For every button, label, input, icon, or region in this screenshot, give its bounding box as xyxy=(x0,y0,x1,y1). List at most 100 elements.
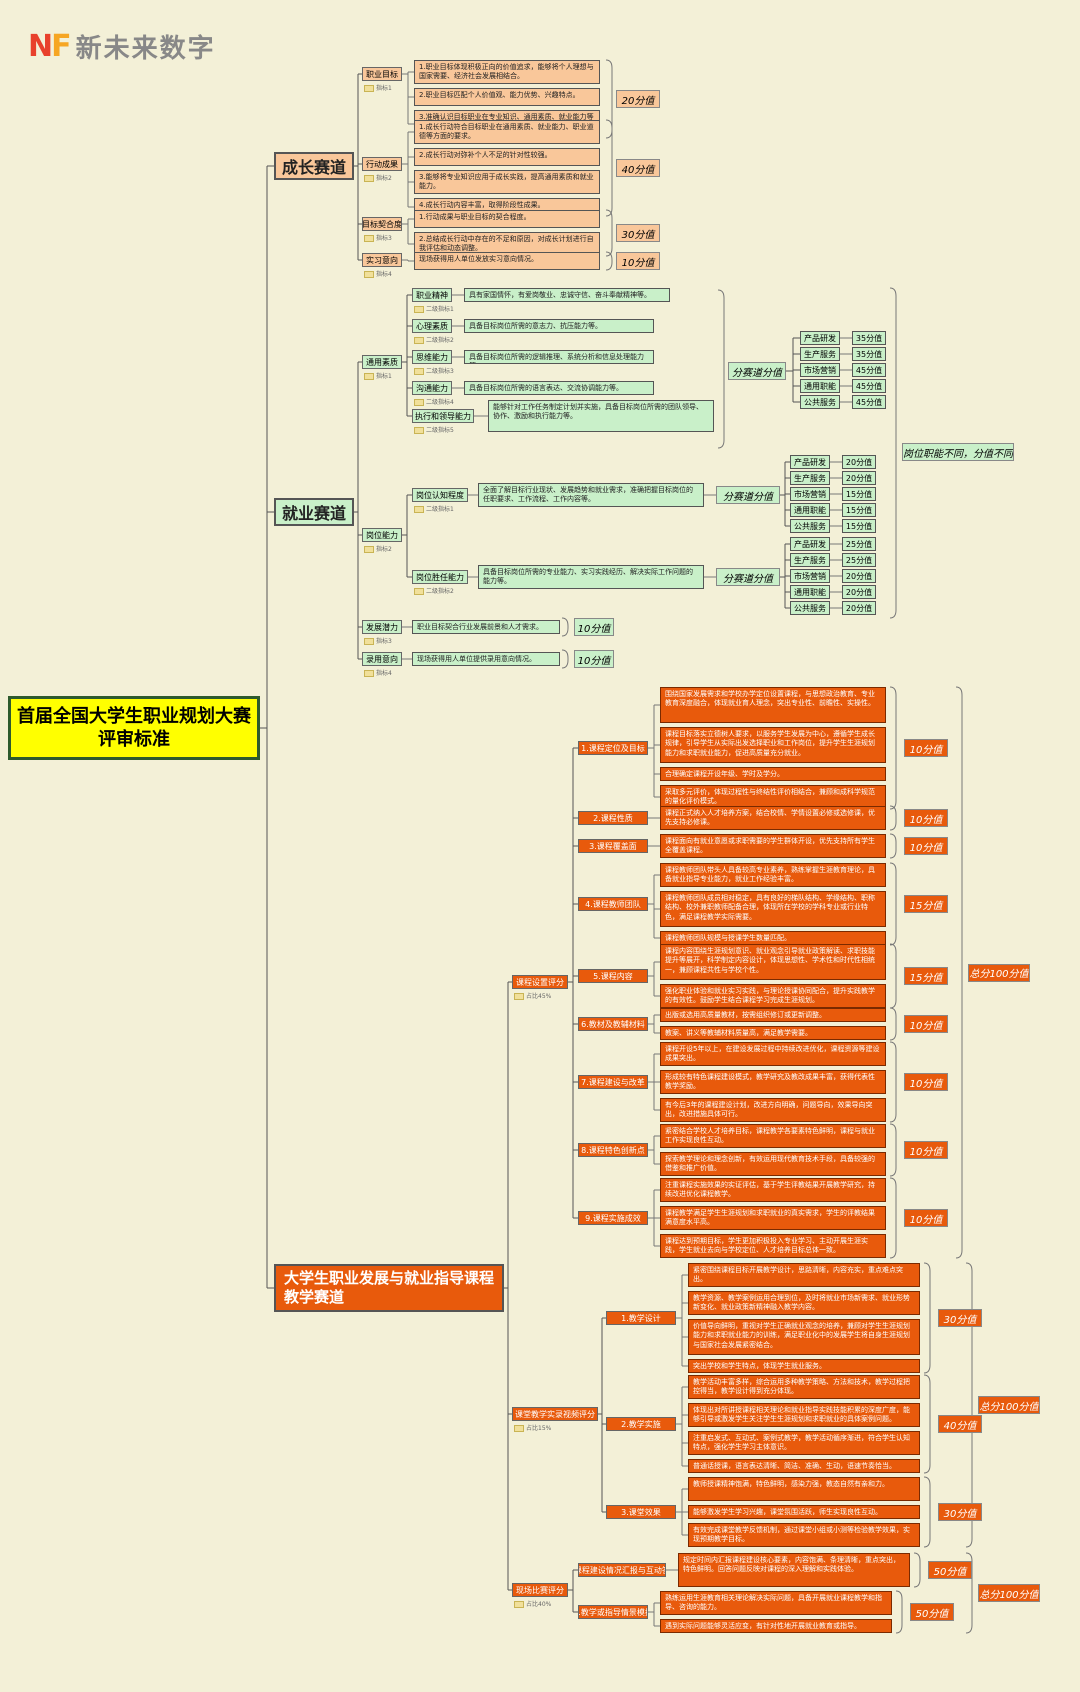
employment-post-label[interactable]: 岗位能力 xyxy=(362,528,402,542)
employment-potential-tag: 指标3 xyxy=(364,636,404,646)
course-design-score: 15分值 xyxy=(904,895,948,913)
course-design-criterion: 紧密结合学校人才培养目标，课程教学各要素特色鲜明，课程与就业工作实现良性互动。 xyxy=(660,1124,886,1148)
post-split-track[interactable]: 市场营销 xyxy=(790,487,830,501)
course-live-item-label[interactable]: 1.教学设计 xyxy=(606,1311,676,1325)
course-design-criterion: 合理确定课程开设年级、学时及学分。 xyxy=(660,767,886,781)
summary-brace xyxy=(605,209,613,257)
employment-potential-label[interactable]: 发展潜力 xyxy=(362,620,402,634)
post-sub-label[interactable]: 岗位胜任能力 xyxy=(412,570,468,584)
course-design-criterion: 课程面向有就业意愿或求职需要的学生群体开设，优先支持所有学生全覆盖课程。 xyxy=(660,834,886,858)
course-live-criterion: 价值导向鲜明，重视对学生正确就业观念的培养，兼顾对学生生涯规划能力和求职就业能力… xyxy=(688,1319,920,1355)
employment-hire-tag: 指标4 xyxy=(364,668,404,678)
course-design-criterion: 注重课程实施效果的实证评估，基于学生评教结果开展教学研究，持续改进优化课程教学。 xyxy=(660,1178,886,1202)
general-split-score: 35分值 xyxy=(852,347,886,361)
course-design-criterion: 出版或选用高质量教材，按需组织修订或更新调整。 xyxy=(660,1008,886,1022)
summary-brace xyxy=(889,805,897,831)
growth-score: 10分值 xyxy=(616,252,660,270)
post-split-track[interactable]: 通用职能 xyxy=(790,503,830,517)
general-sub-tag: 二级指标2 xyxy=(414,335,464,345)
general-sub-label[interactable]: 沟通能力 xyxy=(412,381,452,395)
post-split-title: 分赛道分值 xyxy=(716,568,780,586)
post-split-track[interactable]: 市场营销 xyxy=(790,569,830,583)
course-live-criterion: 体现出对所讲授课程相关理论和就业指导实践技能积累的深度广度，能够引导或激发学生关… xyxy=(688,1403,920,1427)
course-design-item-label[interactable]: 2.课程性质 xyxy=(578,811,648,825)
course-design-label[interactable]: 课程设置评分 xyxy=(512,975,568,989)
general-sub-label[interactable]: 心理素质 xyxy=(412,319,452,333)
general-split-track[interactable]: 通用职能 xyxy=(800,379,840,393)
general-split-track[interactable]: 产品研发 xyxy=(800,331,840,345)
general-sub-text: 具备目标岗位所需的逻辑推理、系统分析和信息处理能力等。 xyxy=(464,350,654,364)
summary-brace xyxy=(889,833,897,859)
employment-potential-text: 职业目标契合行业发展前景和人才需求。 xyxy=(412,620,560,634)
general-split-score: 45分值 xyxy=(852,379,886,393)
course-onsite-criterion: 遇到实际问题能够灵活应变，有针对性地开展就业教育或指导。 xyxy=(660,1619,892,1633)
general-sub-label[interactable]: 职业精神 xyxy=(412,288,452,302)
growth-indicator-label[interactable]: 职业目标 xyxy=(362,67,402,81)
post-split-track[interactable]: 产品研发 xyxy=(790,537,830,551)
employment-hire-score: 10分值 xyxy=(574,650,614,668)
post-split-score: 20分值 xyxy=(842,455,876,469)
post-split-track[interactable]: 公共服务 xyxy=(790,601,830,615)
employment-general-label[interactable]: 通用素质 xyxy=(362,355,402,369)
course-onsite-score: 50分值 xyxy=(910,1603,954,1621)
course-design-score: 10分值 xyxy=(904,837,948,855)
course-onsite-item-label[interactable]: 1.课程建设情况汇报与互动答辩 xyxy=(578,1563,666,1577)
course-onsite-label[interactable]: 现场比赛评分 xyxy=(512,1583,568,1597)
general-sub-label[interactable]: 执行和领导能力 xyxy=(412,409,474,423)
post-split-track[interactable]: 生产服务 xyxy=(790,553,830,567)
track-course-title[interactable]: 大学生职业发展与就业指导课程教学赛道 xyxy=(274,1264,504,1312)
summary-brace xyxy=(913,1552,921,1588)
summary-brace xyxy=(717,289,725,449)
growth-score: 20分值 xyxy=(616,90,660,108)
course-live-item-label[interactable]: 2.教学实施 xyxy=(606,1417,676,1431)
general-sub-tag: 二级指标4 xyxy=(414,397,464,407)
course-design-item-label[interactable]: 5.课程内容 xyxy=(578,969,648,983)
growth-indicator-tag: 指标2 xyxy=(364,173,404,183)
summary-brace xyxy=(955,686,963,1259)
course-design-score: 10分值 xyxy=(904,1015,948,1033)
course-design-tag: 占比45% xyxy=(514,991,564,1001)
course-design-criterion: 形成较有特色课程建设模式，教学研究及教改成果丰富，获得代表性教学奖励。 xyxy=(660,1070,886,1094)
course-live-label[interactable]: 课堂教学实录视频评分 xyxy=(512,1407,598,1421)
summary-brace xyxy=(605,59,613,139)
course-design-item-label[interactable]: 7.课程建设与改革 xyxy=(578,1075,648,1089)
general-sub-text: 能够针对工作任务制定计划并实施，具备目标岗位所需的团队领导、协作、激励和执行能力… xyxy=(488,400,714,432)
logo-text: 新未来数字 xyxy=(75,33,216,64)
post-split-track[interactable]: 公共服务 xyxy=(790,519,830,533)
summary-brace xyxy=(889,862,897,946)
course-design-item-label[interactable]: 6.教材及教辅材料 xyxy=(578,1017,648,1031)
course-design-criterion: 课程教学满足学生生涯规划和求职就业的真实需求，学生的评教结果满意度水平高。 xyxy=(660,1206,886,1230)
post-split-track[interactable]: 生产服务 xyxy=(790,471,830,485)
course-live-criterion: 教学资源、教学案例运用合理到位，及时将就业市场新需求、就业形势新变化、就业政策新… xyxy=(688,1291,920,1315)
post-split-track[interactable]: 通用职能 xyxy=(790,585,830,599)
general-split-track[interactable]: 公共服务 xyxy=(800,395,840,409)
general-sub-label[interactable]: 思维能力 xyxy=(412,350,452,364)
post-sub-label[interactable]: 岗位认知程度 xyxy=(412,488,468,502)
growth-indicator-label[interactable]: 实习意向 xyxy=(362,253,402,267)
course-live-criterion: 普通话授课，语言表达清晰、简洁、准确、生动，语速节奏恰当。 xyxy=(688,1459,920,1473)
employment-hire-label[interactable]: 录用意向 xyxy=(362,652,402,666)
growth-indicator-label[interactable]: 目标契合度 xyxy=(362,217,402,231)
growth-indicator-label[interactable]: 行动成果 xyxy=(362,157,402,171)
course-design-item-label[interactable]: 9.课程实施成效 xyxy=(578,1211,648,1225)
post-split-title: 分赛道分值 xyxy=(716,486,780,504)
course-design-item-label[interactable]: 8.课程特色创新点 xyxy=(578,1143,648,1157)
track-employment-title[interactable]: 就业赛道 xyxy=(274,498,354,526)
general-split-track[interactable]: 市场营销 xyxy=(800,363,840,377)
post-split-track[interactable]: 产品研发 xyxy=(790,455,830,469)
course-design-item-label[interactable]: 3.课程覆盖面 xyxy=(578,839,648,853)
general-sub-text: 具备目标岗位所需的语言表达、交流协调能力等。 xyxy=(464,381,654,395)
course-design-item-label[interactable]: 1.课程定位及目标 xyxy=(578,741,648,755)
track-growth-title[interactable]: 成长赛道 xyxy=(274,152,354,180)
general-split-track[interactable]: 生产服务 xyxy=(800,347,840,361)
course-design-criterion: 课程内容围绕生涯规划意识、就业观念引导就业政策解读、求职技能提升等展开，科学制定… xyxy=(660,944,886,980)
course-design-item-label[interactable]: 4.课程教师团队 xyxy=(578,897,648,911)
course-live-item-label[interactable]: 3.课堂效果 xyxy=(606,1505,676,1519)
post-sub-text: 全面了解目标行业现状、发展趋势和就业需求，准确把握目标岗位的任职要求、工作流程、… xyxy=(478,483,704,507)
course-live-score: 30分值 xyxy=(938,1309,982,1327)
summary-brace xyxy=(923,1374,931,1474)
course-onsite-item-label[interactable]: 2.教学或指导情景模拟 xyxy=(578,1605,648,1619)
course-live-criterion: 注重启发式、互动式、案例式教学，教学活动循序渐进，符合学生认知特点，强化学生学习… xyxy=(688,1431,920,1455)
post-split-score: 25分值 xyxy=(842,553,876,567)
root-topic[interactable]: 首届全国大学生职业规划大赛评审标准 xyxy=(8,696,260,760)
